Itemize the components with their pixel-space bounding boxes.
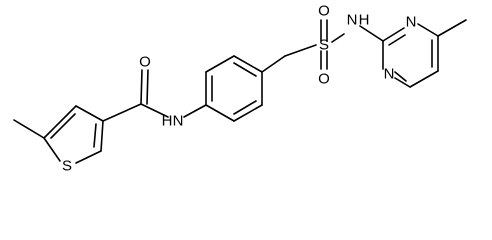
- bond-thiophene-c5-s: [43, 137, 61, 162]
- atom-pyrimidine-nitrogen-bottom: N: [384, 66, 395, 83]
- atom-pyrimidine-nitrogen-top: N: [406, 14, 417, 31]
- bond-benzene-5-6: [233, 104, 263, 122]
- bond-carbonyl-oxygen: [140, 69, 143, 105]
- bond-pyrimidine-c2-n1: [382, 27, 405, 42]
- bond-pyrimidine-c4-n3: [394, 77, 411, 88]
- bond-thiophene-s-c2: [75, 150, 102, 164]
- bond-benzene-3-4: [233, 55, 263, 73]
- atom-thiophene-sulfur: S: [62, 158, 72, 175]
- atom-carbonyl-oxygen: O: [139, 54, 151, 71]
- bond-pyrimidine-inner-a: [388, 34, 406, 46]
- bond-nitrogen-pyrimidine: [359, 25, 384, 42]
- bond-phenyl-sulfur: [261, 55, 286, 73]
- bond-pyrimidine-c5-c4: [409, 70, 439, 88]
- bond-pyrimidine-n1-c6: [417, 23, 439, 37]
- bond-benzene-2-3: [205, 55, 235, 73]
- chemical-structure-diagram: S O H N S O O N H N N: [13, 3, 467, 175]
- bond-pyrimidine-methyl: [437, 19, 467, 37]
- bond-benzene-inner-b: [233, 62, 257, 77]
- atom-sulfonamide-nitrogen: N: [347, 12, 358, 29]
- bond-benzene-6-1: [205, 104, 235, 122]
- bond-thiophene-c2-c3-inner: [93, 123, 97, 148]
- bond-benzene-inner-c: [233, 100, 257, 115]
- bond-sulfur-nitrogen: [331, 33, 345, 43]
- atom-sulfonyl-oxygen-top: O: [318, 3, 330, 20]
- atom-sulfonyl-oxygen-bottom: O: [318, 71, 330, 88]
- bond-phenyl-sulfur-link: [284, 44, 317, 57]
- bond-thiophene-c2-c3: [100, 120, 104, 152]
- bond-thiophene-c3-c4: [75, 105, 104, 122]
- bond-pyrimidine-inner-c: [394, 71, 407, 82]
- bond-carbonyl-oxygen-second: [146, 69, 149, 105]
- bond-carbonyl-nitrogen: [140, 103, 169, 118]
- bond-thiophene-carbonyl: [102, 103, 142, 122]
- bond-thiophene-c4-c5-inner: [50, 113, 76, 139]
- bond-methyl-thiophene: [13, 119, 45, 139]
- atom-amide-nitrogen: N: [173, 113, 184, 130]
- bond-thiophene-c4-c5: [43, 105, 77, 139]
- bond-nitrogen-phenyl: [183, 104, 207, 118]
- atom-amide-hydrogen: H: [162, 113, 173, 130]
- atom-sulfonyl-sulfur: S: [319, 37, 329, 54]
- atom-sulfonamide-hydrogen: H: [359, 12, 370, 29]
